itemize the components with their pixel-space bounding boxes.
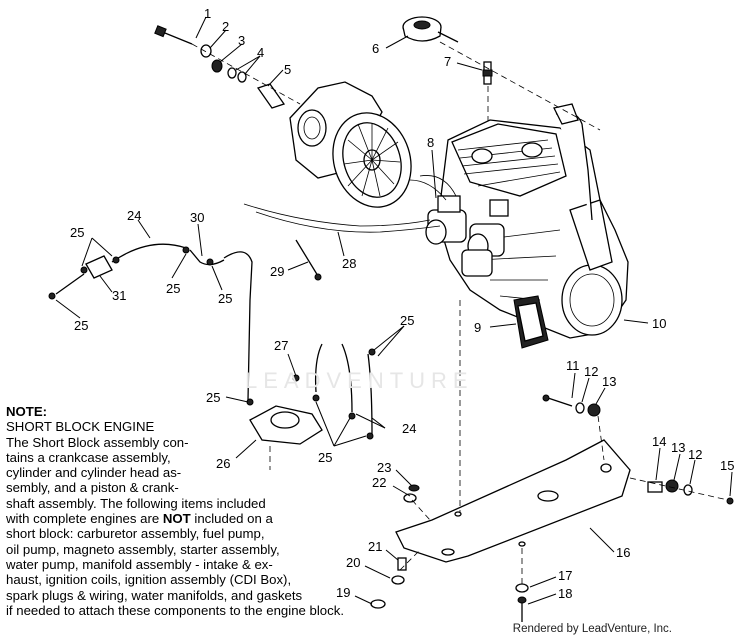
- leader-lines: [55, 16, 733, 605]
- callout-13-lower: 13: [671, 440, 685, 455]
- callout-29: 29: [270, 264, 284, 279]
- render-credit: Rendered by LeadVenture, Inc.: [512, 623, 672, 635]
- callout-9: 9: [474, 320, 481, 335]
- engine-mount-plate: [395, 439, 631, 563]
- callout-23: 23: [377, 460, 391, 475]
- recoil-starter-fan: [289, 81, 412, 208]
- callout-16: 16: [616, 545, 630, 560]
- callout-25-upper-right: 25: [400, 313, 414, 328]
- callout-10: 10: [652, 316, 666, 331]
- callout-20: 20: [346, 555, 360, 570]
- callout-25-pump-left: 25: [206, 390, 220, 405]
- note-line: tains a crankcase assembly,: [6, 449, 171, 465]
- callout-15: 15: [720, 458, 734, 473]
- mount-hardware: [370, 300, 734, 622]
- callout-25-left-top: 25: [70, 225, 84, 240]
- note-line: haust, ignition coils, ignition assembly…: [6, 572, 292, 588]
- callout-27: 27: [274, 338, 288, 353]
- note-line: cylinder and cylinder head as-: [6, 465, 182, 481]
- note-emphasis: NOT: [162, 511, 191, 527]
- magneto-cover: [402, 16, 459, 43]
- callout-5: 5: [284, 62, 291, 77]
- callout-1: 1: [204, 6, 211, 21]
- callout-22: 22: [372, 475, 386, 490]
- callout-31: 31: [112, 288, 126, 303]
- callout-17: 17: [558, 568, 572, 583]
- callout-19: 19: [336, 585, 350, 600]
- note-line: SHORT BLOCK ENGINE: [6, 419, 155, 435]
- cable-tie: [295, 239, 322, 281]
- note-heading: NOTE:: [6, 404, 48, 419]
- callout-28: 28: [342, 256, 356, 271]
- callout-2: 2: [222, 19, 229, 34]
- callout-25-pump-bottom: 25: [318, 450, 332, 465]
- note-line: short block: carburetor assembly, fuel p…: [6, 526, 265, 542]
- callout-18: 18: [558, 586, 572, 601]
- callout-30: 30: [190, 210, 204, 225]
- short-block-note: NOTE: SHORT BLOCK ENGINE The Short Block…: [6, 404, 344, 618]
- note-line: if needed to attach these components to …: [6, 602, 344, 618]
- callout-4: 4: [257, 45, 264, 60]
- callout-24-fuel-line: 24: [127, 208, 141, 223]
- starter-bolt-hardware: [154, 25, 301, 109]
- callout-7: 7: [444, 54, 451, 69]
- callout-21: 21: [368, 539, 382, 554]
- spark-plug: [482, 61, 493, 130]
- note-line: shaft assembly. The following items incl…: [6, 495, 266, 511]
- callout-25-mid-left: 25: [166, 281, 180, 296]
- callout-labels: 1 2 3 4 5 6 7 8 9 10 11 12 13 14 13 12 1…: [70, 6, 734, 601]
- callout-24-pump-hoses: 24: [402, 421, 416, 436]
- callout-12-lower: 12: [688, 447, 702, 462]
- callout-26: 26: [216, 456, 230, 471]
- callout-3: 3: [238, 33, 245, 48]
- callout-14: 14: [652, 434, 666, 449]
- note-line: water pump, manifold assembly - intake &…: [6, 556, 273, 572]
- note-line-with-emphasis: with complete engines are NOT included o…: [6, 511, 336, 526]
- spark-plug-wire: [439, 41, 601, 221]
- callout-25-bottom-left: 25: [74, 318, 88, 333]
- note-text: with complete engines are: [6, 511, 163, 527]
- callout-8: 8: [427, 135, 434, 150]
- throttle-cables: [243, 175, 457, 233]
- callout-12-upper: 12: [584, 364, 598, 379]
- fuel-pump: [246, 343, 376, 470]
- fuel-line-filter: [48, 243, 253, 401]
- callout-11: 11: [566, 358, 580, 373]
- callout-25-mid-right: 25: [218, 291, 232, 306]
- note-line: The Short Block assembly con-: [6, 434, 189, 450]
- note-line: oil pump, magneto assembly, starter asse…: [6, 541, 280, 557]
- callout-6: 6: [372, 41, 379, 56]
- watermark: LEADVENTURE: [245, 368, 474, 393]
- carburetor-assembly: [425, 195, 509, 277]
- callout-13-upper: 13: [602, 374, 616, 389]
- note-line: sembly, and a piston & crank-: [6, 480, 179, 496]
- note-text: included on a: [190, 511, 273, 527]
- note-line: spark plugs & wiring, water manifolds, a…: [6, 587, 303, 603]
